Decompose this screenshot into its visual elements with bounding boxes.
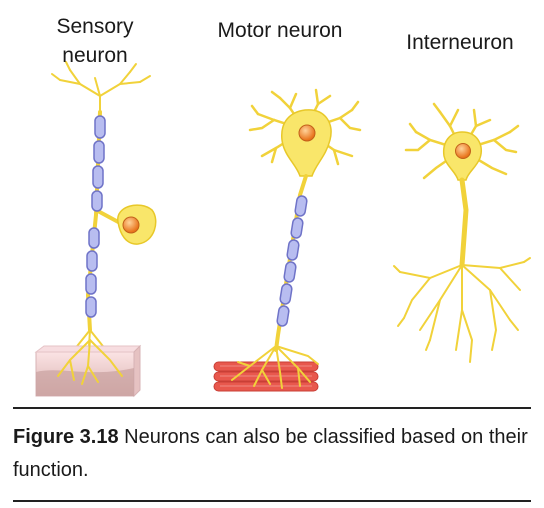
sensory-dendrites <box>51 61 151 113</box>
motor-axon-terminals <box>231 345 319 389</box>
motor-cell-body <box>281 109 332 177</box>
label-motor-neuron: Motor neuron <box>217 19 343 42</box>
interneuron-axon-terminals <box>393 257 531 363</box>
caption-rule-bottom <box>13 500 531 502</box>
figure-caption: Figure 3.18 Neurons can also be classifi… <box>13 421 533 487</box>
figure-number: Figure 3.18 <box>13 426 119 448</box>
sensory-myelin <box>85 115 106 318</box>
label-sensory-neuron: Sensory neuron <box>56 15 134 67</box>
neuron-diagram <box>34 61 531 398</box>
interneuron <box>393 102 531 363</box>
motor-nucleus <box>298 124 316 142</box>
caption-text: Neurons can also be classified based on … <box>13 426 528 481</box>
sensory-neuron <box>51 61 157 381</box>
sensory-nucleus <box>122 216 140 234</box>
interneuron-nucleus <box>455 143 471 159</box>
caption-rule-top <box>13 407 531 409</box>
label-interneuron: Interneuron <box>406 31 514 54</box>
muscle-tissue <box>213 361 319 392</box>
motor-neuron <box>248 88 362 352</box>
motor-myelin <box>276 195 308 327</box>
sensory-receptor-endings-front <box>57 339 123 385</box>
